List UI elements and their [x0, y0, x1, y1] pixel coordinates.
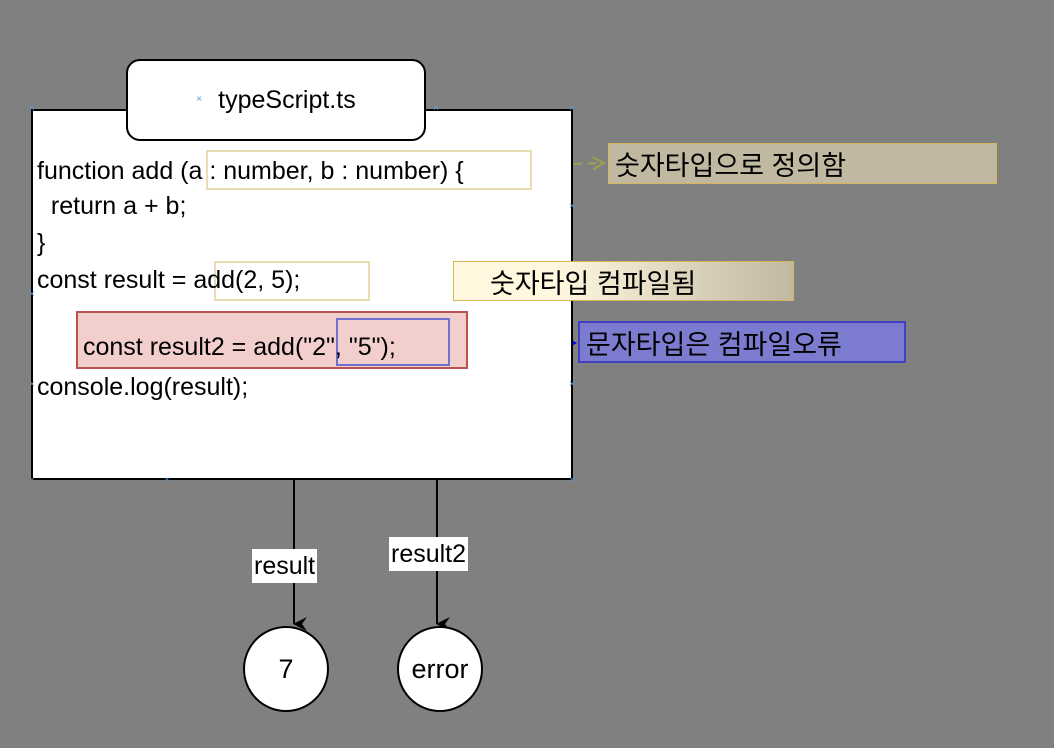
- string-args-highlight: [336, 318, 450, 366]
- call-highlight: [214, 261, 370, 301]
- note-number-compiled: 숫자타입 컴파일됨: [453, 261, 794, 301]
- file-tab[interactable]: × typeScript.ts: [126, 59, 426, 141]
- params-highlight: [206, 150, 532, 190]
- code-line-function: function add (a : number, b : number) {: [37, 157, 464, 185]
- error-line-highlight: [76, 311, 468, 369]
- handle-icon: ×: [29, 475, 35, 486]
- handle-icon: ×: [164, 475, 170, 486]
- handle-icon: ×: [29, 379, 35, 390]
- file-tab-title: typeScript.ts: [218, 85, 356, 114]
- code-line-return: return a + b;: [37, 192, 187, 220]
- handle-icon: ×: [569, 475, 575, 486]
- code-line-console-log: console.log(result);: [37, 373, 249, 401]
- arrow-params-to-note: [531, 163, 604, 165]
- handle-icon: ×: [569, 103, 575, 114]
- handle-icon: ×: [569, 379, 575, 390]
- note-number-defined: 숫자타입으로 정의함: [608, 143, 997, 184]
- edge-label-result2: result2: [389, 537, 469, 571]
- handle-icon: ×: [433, 103, 439, 114]
- node-result-value[interactable]: 7: [243, 626, 329, 712]
- note-string-error: 문자타입은 컴파일오류: [578, 321, 906, 363]
- handle-icon: ×: [196, 94, 203, 105]
- code-line-result: const result = add(2, 5);: [37, 266, 301, 294]
- code-line-result2: const result2 = add("2", "5");: [83, 333, 396, 361]
- handle-icon: ×: [569, 201, 575, 212]
- node-result2-value[interactable]: error: [397, 626, 483, 712]
- handle-icon: ×: [29, 103, 35, 114]
- code-line-close-brace: }: [37, 229, 46, 257]
- edge-label-result: result: [252, 549, 318, 583]
- handle-icon: ×: [29, 289, 35, 300]
